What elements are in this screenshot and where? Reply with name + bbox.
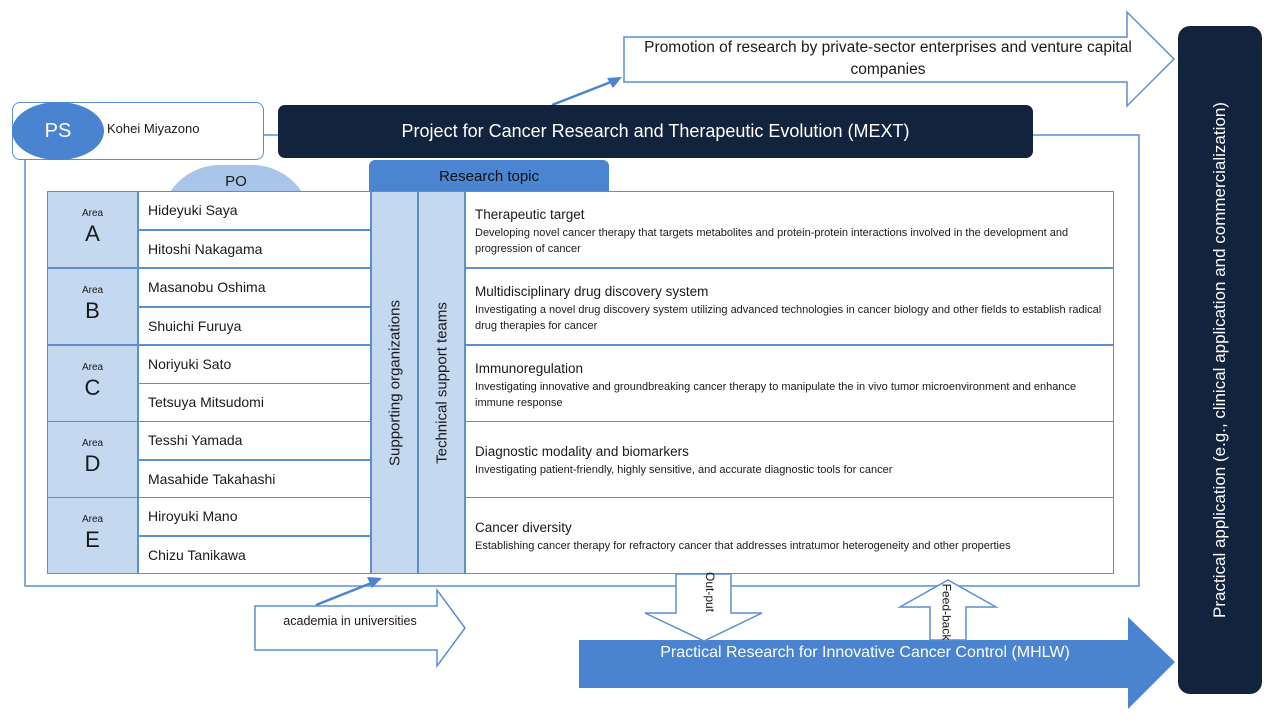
topic-cell: Multidisciplinary drug discovery system … <box>465 268 1114 345</box>
topic-title: Therapeutic target <box>475 207 585 222</box>
ps-badge: PS <box>12 102 104 160</box>
area-letter: C <box>84 375 101 400</box>
technical-support-column: Technical support teams <box>418 191 465 574</box>
academia-link-head <box>367 577 382 588</box>
po-name: Chizu Tanikawa <box>138 535 371 574</box>
po-name: Masahide Takahashi <box>138 459 371 498</box>
area-letter: E <box>85 527 100 552</box>
supporting-organizations-column: Supporting organizations <box>371 191 418 574</box>
po-name: Tesshi Yamada <box>138 421 371 460</box>
topic-cell: Therapeutic target Developing novel canc… <box>465 191 1114 268</box>
promotion-arrow <box>623 10 1176 108</box>
feedback-label: Feed-back <box>939 583 954 641</box>
practical-application-bar: Practical application (e.g., clinical ap… <box>1178 26 1262 694</box>
output-arrow <box>644 573 763 642</box>
area-label: Area <box>81 362 104 373</box>
area-letter: A <box>85 221 100 246</box>
area-letter: B <box>85 298 100 323</box>
topic-description: Investigating patient-friendly, highly s… <box>475 464 893 476</box>
academia-text: academia in universities <box>283 614 417 628</box>
topic-description: Investigating innovative and groundbreak… <box>475 381 1077 409</box>
area-cell-c: Area C <box>47 345 138 422</box>
research-topic-tab: Research topic <box>369 160 609 192</box>
topic-description: Developing novel cancer therapy that tar… <box>475 227 1069 255</box>
project-title: Project for Cancer Research and Therapeu… <box>278 105 1033 158</box>
technical-support-label: Technical support teams <box>433 301 450 464</box>
topic-description: Establishing cancer therapy for refracto… <box>475 540 1011 552</box>
topic-title: Multidisciplinary drug discovery system <box>475 284 709 299</box>
po-name: Hitoshi Nakagama <box>138 229 371 268</box>
mhlw-arrow <box>579 617 1175 709</box>
topic-description: Investigating a novel drug discovery sys… <box>475 304 1102 332</box>
po-name: Hideyuki Saya <box>138 191 371 230</box>
mhlw-label: Practical Research for Innovative Cancer… <box>660 644 1070 661</box>
area-letter: D <box>84 451 101 476</box>
po-name: Hiroyuki Mano <box>138 497 371 536</box>
topic-title: Immunoregulation <box>475 361 584 376</box>
output-label: Out-put <box>703 571 718 613</box>
po-name: Tetsuya Mitsudomi <box>138 383 371 422</box>
area-label: Area <box>81 208 104 219</box>
po-name: Shuichi Furuya <box>138 306 371 345</box>
practical-application-label: Practical application (e.g., clinical ap… <box>1210 102 1229 618</box>
promotion-link-head <box>607 77 622 88</box>
topic-cell: Cancer diversity Establishing cancer the… <box>465 497 1114 574</box>
area-cell-b: Area B <box>47 268 138 345</box>
area-label: Area <box>81 514 104 525</box>
academia-arrow <box>254 587 466 669</box>
promotion-link-line <box>551 78 617 107</box>
ps-name: Kohei Miyazono <box>107 121 200 136</box>
feedback-arrow <box>897 579 999 641</box>
topic-title: Diagnostic modality and biomarkers <box>475 444 689 459</box>
topic-title: Cancer diversity <box>475 520 572 535</box>
area-label: Area <box>81 285 104 296</box>
academia-link-line <box>315 580 375 607</box>
topic-cell: Immunoregulation Investigating innovativ… <box>465 345 1114 422</box>
po-name: Noriyuki Sato <box>138 345 371 384</box>
topic-cell: Diagnostic modality and biomarkers Inves… <box>465 421 1114 498</box>
supporting-organizations-label: Supporting organizations <box>386 299 403 466</box>
area-cell-e: Area E <box>47 497 138 574</box>
area-cell-d: Area D <box>47 421 138 498</box>
area-label: Area <box>81 438 104 449</box>
po-name: Masanobu Oshima <box>138 268 371 307</box>
promotion-text: Promotion of research by private-sector … <box>644 39 1132 78</box>
area-cell-a: Area A <box>47 191 138 268</box>
